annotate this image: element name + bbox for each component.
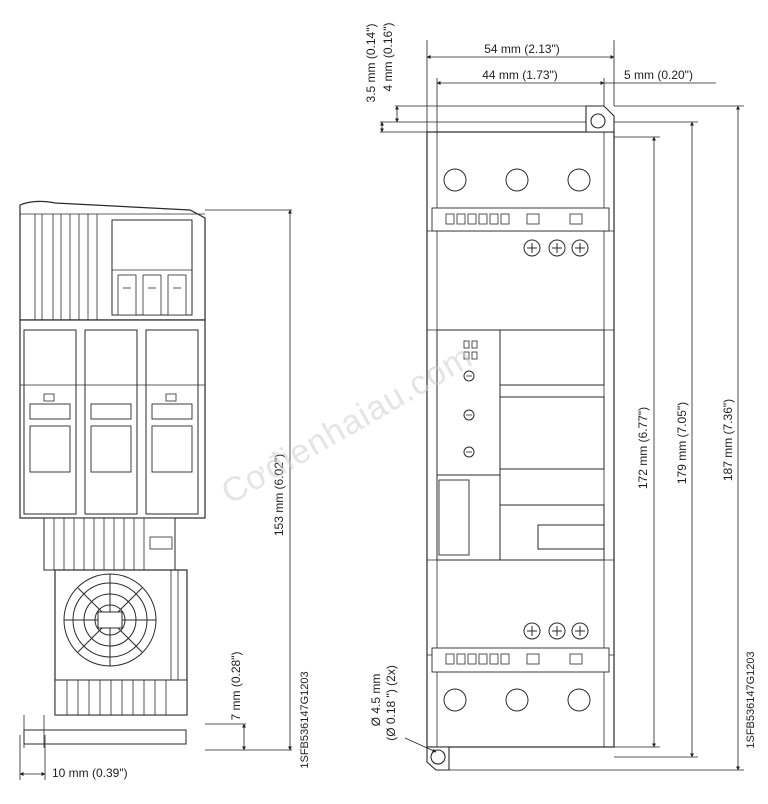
- fan-grille: [63, 573, 157, 667]
- hole-size-label-line1: Ø 4.5 mm: [369, 674, 383, 727]
- right-offset-5-label: 5 mm (0.20"): [624, 68, 693, 82]
- right-drawing-code: 1SFB536147G1203: [745, 651, 757, 748]
- right-height-179-label: 179 mm (7.05"): [675, 402, 689, 484]
- right-height-172-label: 172 mm (6.77"): [636, 407, 650, 489]
- hole-size-label-line2: (Ø 0.18 ") (2x): [384, 665, 398, 741]
- left-foot-dimension-label: 7 mm (0.28"): [229, 652, 243, 721]
- right-width-44-label: 44 mm (1.73"): [482, 68, 558, 82]
- right-vertical-4-label: 4 mm (0.16"): [381, 23, 395, 92]
- left-top-housing: [19, 200, 206, 321]
- middle-controls: [436, 329, 605, 561]
- left-side-view: 153 mm (6.02") 7 mm (0.28") 10 mm (0.39"…: [19, 200, 311, 780]
- top-terminal-block: [431, 168, 610, 257]
- right-height-187-label: 187 mm (7.36"): [721, 399, 735, 481]
- left-dimension-lines: [19, 209, 292, 780]
- left-middle-modules: [19, 319, 206, 519]
- right-width-54-label: 54 mm (2.13"): [484, 42, 560, 56]
- left-height-dimension-label: 153 mm (6.02"): [272, 454, 286, 536]
- left-offset-dimension-label: 10 mm (0.39"): [52, 766, 128, 780]
- right-vertical-35-label: 3.5 mm (0.14"): [364, 24, 378, 103]
- right-dimension-lines: [380, 40, 744, 771]
- right-front-view: 54 mm (2.13") 44 mm (1.73") 5 mm (0.20")…: [364, 23, 757, 771]
- left-drawing-code: 1SFB536147G1203: [299, 671, 311, 768]
- bottom-terminal-block: [431, 622, 610, 712]
- left-bottom-vents: [23, 679, 188, 748]
